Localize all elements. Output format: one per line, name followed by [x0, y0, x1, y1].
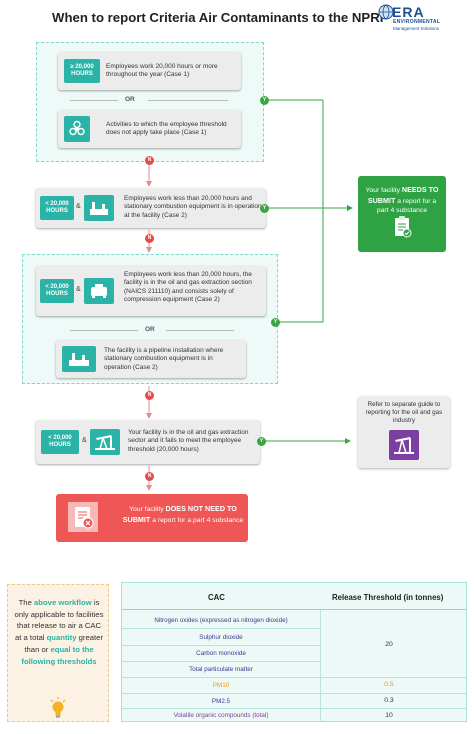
note-text-2: is only applicable to facilities that re… [14, 598, 104, 643]
or-divider-right [166, 330, 234, 331]
hours-badge: < 20,000 HOURS [40, 279, 74, 303]
pipeline-factory-icon [62, 346, 96, 372]
does-not-need-strong1: DOES NOT NEED TO [165, 504, 237, 513]
no-marker: N [145, 391, 154, 400]
case2a-card: < 20,000 HOURS & Employees work less tha… [36, 188, 266, 228]
factory-icon [84, 195, 114, 221]
oil-pump-icon [90, 429, 120, 455]
table-row: Volatile organic compounds (total) [173, 712, 269, 719]
note-text-1: The [18, 598, 32, 607]
needs-to-submit-strong: NEEDS TO SUBMIT [367, 185, 439, 205]
refer-guide-card: Refer to separate guide to reporting for… [358, 396, 450, 468]
no-marker: N [145, 234, 154, 243]
logo-main-text: ERA [392, 4, 425, 20]
lightbulb-icon [50, 697, 66, 718]
column-header-cac: CAC [208, 593, 225, 602]
no-marker: N [145, 156, 154, 165]
logo-sub-text: ENVIRONMENTAL [393, 19, 441, 25]
does-not-need-post: a report for a part 4 substance [152, 516, 244, 524]
case1-card: ≥ 20,000 HOURS Employees work 20,000 hou… [58, 52, 241, 90]
row-divider [122, 677, 466, 678]
oilgas-card: < 20,000 HOURS & Your facility is in the… [36, 420, 260, 464]
hours-badge: < 20,000 HOURS [40, 196, 74, 220]
activities-text: Activities to which the employee thresho… [106, 121, 227, 137]
compressor-icon [84, 278, 114, 304]
needs-to-submit-card: Your facility NEEDS TO SUBMIT a report f… [358, 176, 446, 252]
row-divider [122, 628, 320, 629]
yes-marker: Y [271, 318, 280, 327]
note-highlight-1: above workflow [34, 598, 92, 607]
workflow-note-text: The above workflow is only applicable to… [13, 597, 105, 667]
row-divider [122, 645, 320, 646]
table-row: Nitrogen oxides (expressed as nitrogen d… [154, 617, 288, 624]
table-row: PM2.5 [211, 698, 231, 705]
does-not-need-pre: Your facility [129, 506, 164, 513]
or-label: OR [125, 96, 135, 103]
case2b-card: < 20,000 HOURS & Employees work less tha… [36, 266, 266, 316]
note-highlight-2: quantity [46, 633, 77, 643]
table-row: Carbon monoxide [196, 650, 246, 657]
case2a-text: Employees work less than 20,000 hours an… [124, 195, 262, 219]
note-text-3: greater than or [24, 633, 104, 654]
header-divider [122, 609, 466, 610]
row-divider [122, 661, 320, 662]
case2b-text: Employees work less than 20,000 hours, t… [124, 271, 252, 304]
yes-marker: Y [260, 204, 269, 213]
yes-marker: Y [257, 437, 266, 446]
note-highlight-3: equal to the following thresholds [21, 644, 97, 666]
merged-threshold-value: 20 [385, 641, 393, 648]
row-divider [122, 708, 466, 709]
hours-badge: ≥ 20,000 HOURS [64, 59, 100, 83]
and-symbol: & [76, 286, 81, 293]
pipeline-card: The facility is a pipeline installation … [56, 340, 246, 378]
needs-to-submit-text: Your facility NEEDS TO SUBMIT a report f… [362, 185, 442, 215]
needs-to-submit-post: a report for a part 4 substance [376, 197, 437, 214]
does-not-need-card: Your facility DOES NOT NEED TO SUBMIT a … [56, 494, 248, 542]
does-not-need-strong2: SUBMIT [122, 514, 151, 524]
and-symbol: & [76, 203, 81, 210]
or-divider-right [148, 100, 228, 101]
oilgas-text: Your facility is in the oil and gas extr… [128, 429, 249, 453]
or-divider-left [70, 100, 118, 101]
workflow-note: The above workflow is only applicable to… [7, 584, 109, 722]
row-divider [122, 693, 466, 694]
table-row: Sulphur dioxide [199, 634, 243, 641]
yes-marker: Y [260, 96, 269, 105]
report-check-icon [395, 216, 412, 238]
column-divider [320, 610, 321, 722]
case1-text: Employees work 20,000 hours or more thro… [106, 63, 218, 79]
refer-guide-text: Refer to separate guide to reporting for… [365, 401, 443, 425]
activities-card: Activities to which the employee thresho… [58, 110, 241, 148]
does-not-need-text: Your facility DOES NOT NEED TO SUBMIT a … [118, 504, 248, 526]
column-header-threshold: Release Threshold (in tonnes) [332, 593, 444, 602]
table-row: Total particulate matter [189, 666, 253, 673]
biohazard-icon [64, 116, 90, 142]
era-logo: ERA ENVIRONMENTAL Management Solutions [378, 4, 448, 34]
report-cross-icon [68, 502, 98, 532]
table-row: PM10 [212, 682, 230, 689]
and-symbol: & [82, 437, 87, 444]
globe-icon [378, 4, 394, 20]
or-label: OR [145, 326, 155, 333]
logo-tagline: Management Solutions [393, 26, 440, 31]
or-divider-left [70, 330, 138, 331]
cac-threshold-table: CAC Release Threshold (in tonnes) Nitrog… [121, 582, 467, 722]
pipeline-text: The facility is a pipeline installation … [104, 347, 224, 371]
oil-rig-icon [389, 430, 419, 460]
hours-badge: < 20,000 HOURS [41, 430, 79, 454]
table-cell-value: 10 [385, 712, 393, 719]
table-cell-value: 0.5 [384, 681, 394, 688]
table-cell-value: 0.3 [384, 697, 394, 704]
needs-to-submit-pre: Your facility [365, 187, 400, 194]
no-marker: N [145, 472, 154, 481]
page-title: When to report Criteria Air Contaminants… [52, 10, 384, 25]
